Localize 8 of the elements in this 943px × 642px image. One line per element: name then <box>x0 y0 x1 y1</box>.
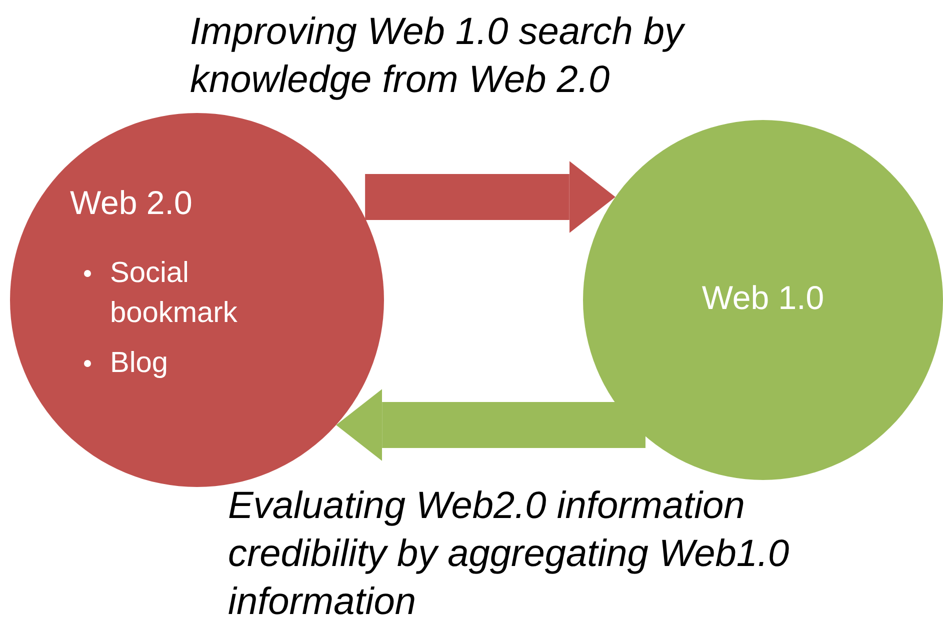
bullet-item: Social bookmark <box>109 256 238 331</box>
bullet-item: Blog <box>109 346 170 381</box>
node-title: Web 2.0 <box>70 183 192 223</box>
caption-text: Evaluating Web2.0 information credibility by aggregating Web1.0 information <box>228 484 790 625</box>
block-arrow <box>336 389 646 461</box>
caption-text: Improving Web 1.0 search by knowledge from Web 2.0 <box>190 10 686 103</box>
block-arrow <box>365 161 616 233</box>
node-title: Web 1.0 <box>700 278 826 318</box>
